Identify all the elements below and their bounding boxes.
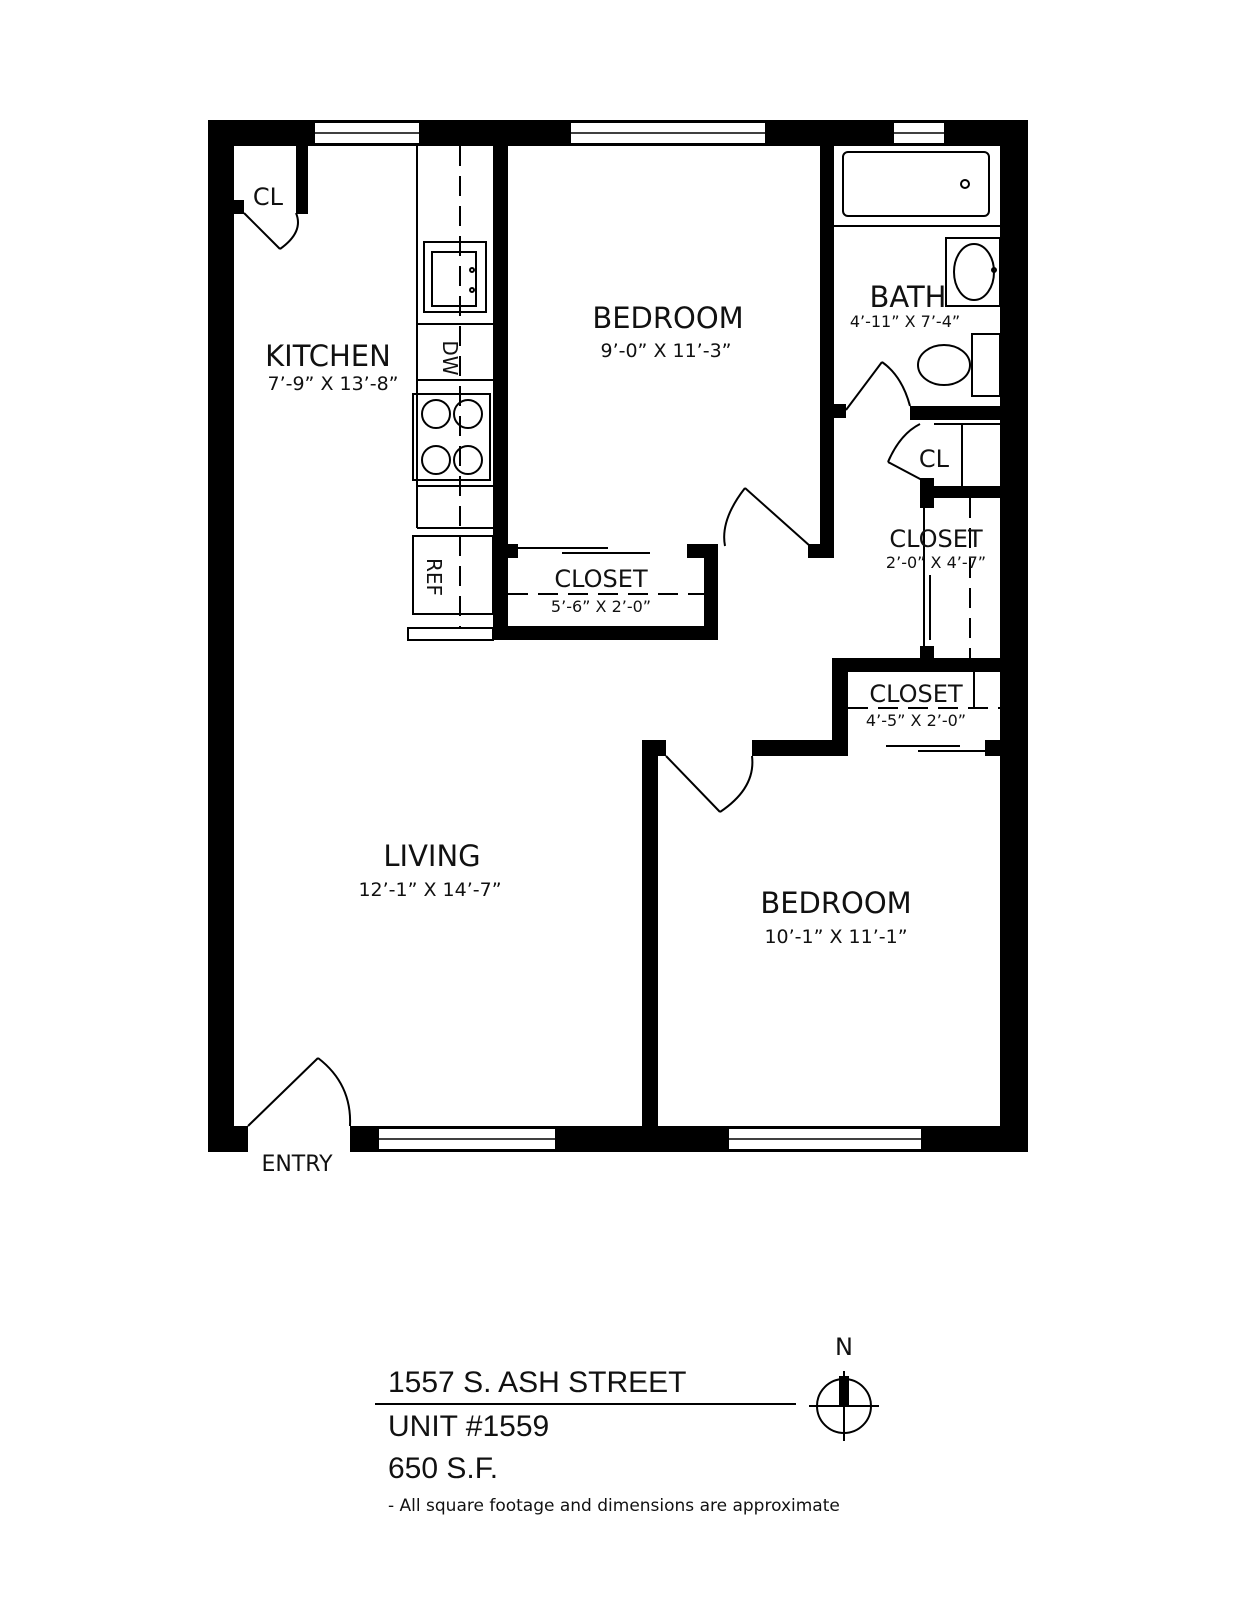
- wall-bedroom-n-closet-bottom: [493, 626, 718, 640]
- wall-cl-hall-bottom: [920, 486, 1000, 498]
- wall-cl-kitchen-bottom: [234, 200, 244, 214]
- closet-bedroom-south-detail: [848, 672, 1000, 752]
- entry-opening: [248, 1125, 350, 1153]
- door-bedroom-north: [723, 487, 811, 547]
- kitchen-closet-label: CL: [253, 183, 284, 211]
- bedroom-south-label: BEDROOM: [760, 886, 911, 920]
- living-label: LIVING: [383, 839, 480, 873]
- sink-kitchen: [423, 241, 487, 313]
- bath-dims: 4’-11” X 7’-4”: [850, 312, 960, 331]
- window-glass-lines: [314, 132, 945, 1140]
- dishwasher-label: DW: [438, 340, 462, 375]
- kitchen-counter: [416, 146, 493, 628]
- wall-right: [1000, 120, 1028, 1152]
- wall-bath-bottom: [910, 406, 1000, 420]
- wall-closet-hall-left-bottom: [920, 646, 934, 660]
- wall-bedroom-s-top-b: [752, 740, 848, 756]
- door-kitchen-closet: [243, 212, 299, 250]
- wall-closet-hall-bottom: [832, 658, 1000, 672]
- wall-bedroom-n-right: [820, 146, 834, 558]
- closet-hall-label: CLOSET: [889, 525, 983, 553]
- doors: [243, 212, 923, 1127]
- door-bath: [845, 361, 911, 411]
- bedroom-south-dims: 10’-1” X 11’-1”: [764, 926, 907, 948]
- kitchen-dims: 7’-9” X 13’-8”: [267, 373, 398, 395]
- stove: [412, 393, 491, 481]
- refrigerator: [412, 535, 494, 615]
- closet-bedroom-south-dims: 4’-5” X 2’-0”: [866, 711, 966, 730]
- wall-stub-1: [687, 544, 718, 558]
- kitchen-label: KITCHEN: [265, 339, 391, 373]
- bedroom-north-dims: 9’-0” X 11’-3”: [600, 340, 731, 362]
- bathtub: [834, 151, 1000, 227]
- refrigerator-label: REF: [422, 558, 446, 596]
- approximation-note: - All square footage and dimensions are …: [388, 1496, 840, 1516]
- sink-bath: [945, 237, 1001, 307]
- closet-hall-detail: [923, 423, 1000, 658]
- wall-stub-2: [808, 544, 834, 558]
- closet-bedroom-south-label: CLOSET: [869, 680, 963, 708]
- toilet: [917, 333, 1001, 397]
- closet-bedroom-north-dims: 5’-6” X 2’-0”: [551, 597, 651, 616]
- wall-bedroom-s-left: [642, 740, 658, 1152]
- door-hall-closet: [887, 423, 923, 481]
- compass-icon: [809, 1371, 879, 1441]
- wall-closet-hall-left-top: [920, 478, 934, 508]
- area-text: 650 S.F.: [388, 1452, 499, 1485]
- door-bedroom-south: [665, 755, 754, 813]
- wall-closet-n-right: [704, 546, 718, 640]
- closet-bedroom-north-label: CLOSET: [554, 565, 648, 593]
- wall-left: [208, 120, 234, 1152]
- wall-cl-kitchen-right: [296, 146, 308, 214]
- living-dims: 12’-1” X 14’-7”: [358, 879, 501, 901]
- wall-stub-4: [985, 740, 1000, 756]
- entry-label: ENTRY: [261, 1152, 333, 1177]
- closet-hall-dims: 2’-0” X 4’-7”: [886, 553, 986, 572]
- door-entry: [247, 1057, 352, 1127]
- closet-bedroom-north-detail: [508, 547, 704, 595]
- wall-bedroom-s-top-a: [642, 740, 666, 756]
- bath-label: BATH: [869, 280, 946, 314]
- bedroom-north-label: BEDROOM: [592, 301, 743, 335]
- unit-text: UNIT #1559: [388, 1410, 550, 1443]
- wall-closet-s-left: [832, 658, 848, 756]
- wall-bedroom-n-left: [493, 146, 508, 640]
- address-text: 1557 S. ASH STREET: [388, 1366, 687, 1399]
- wall-bath-stub: [834, 404, 846, 418]
- refrigerator-base: [407, 627, 494, 641]
- hall-closet-label: CL: [919, 445, 950, 473]
- interior-walls: [234, 146, 1000, 1152]
- compass-north-label: N: [835, 1333, 853, 1361]
- wall-stub-3: [493, 544, 518, 558]
